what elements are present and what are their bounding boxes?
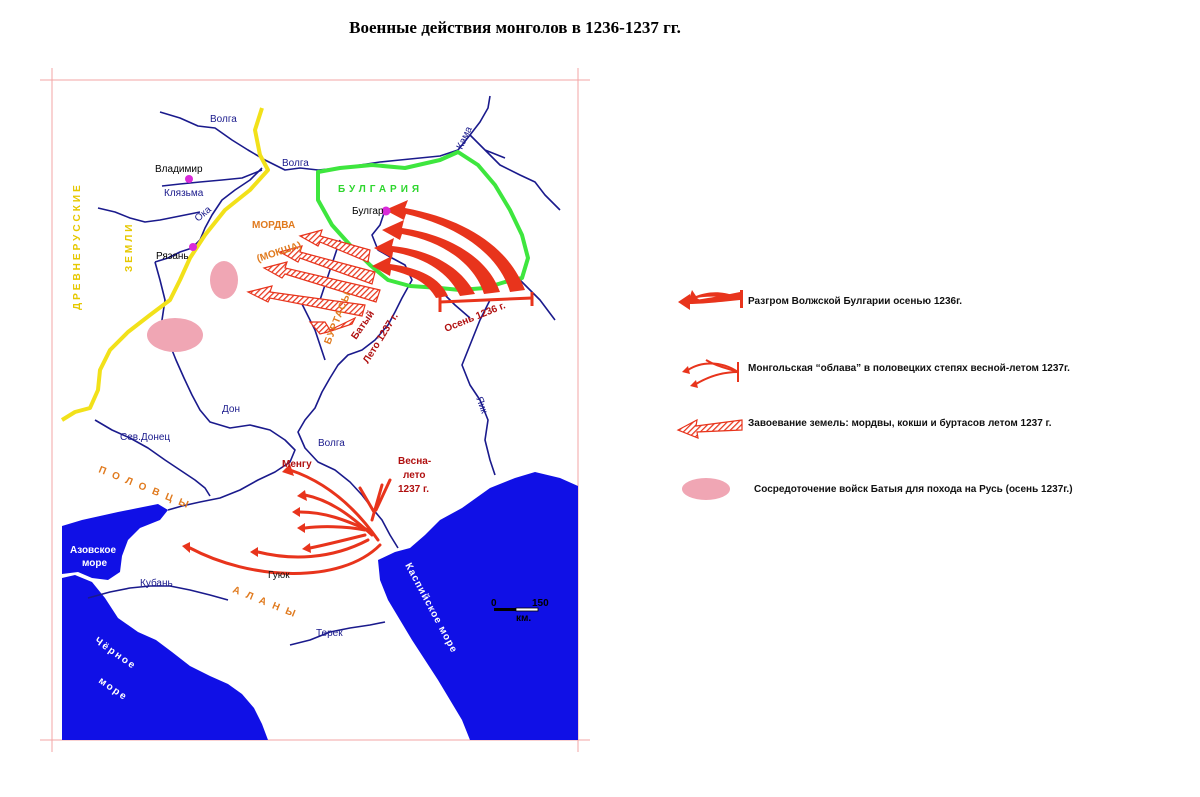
kama-river [457,95,561,211]
label-spring-3: 1237 г. [398,484,429,495]
hatched-arrows [246,229,381,335]
label-volga-mid: Волга [282,158,309,169]
label-yaik: Яик [473,395,489,415]
legend-item-bulgaria: Разгром Волжской Булгарии осенью 1236г. [748,296,963,307]
sev-donets-river [94,419,211,497]
camp-zone-north [210,261,238,299]
scale-zero: 0 [491,598,497,609]
ryazan-city [189,243,197,251]
scale-bar: 0 150 км. [491,598,549,624]
label-volga-low: Волга [318,438,345,449]
label-vladimir: Владимир [155,164,203,175]
caspian-sea [378,472,578,740]
legend-item-conquest: Завоевание земель: мордвы, кокши и бурта… [748,418,1052,429]
scale-unit: км. [516,613,531,624]
volga-river [159,111,459,171]
region-alany: АЛАНЫ [231,585,303,623]
label-ryazan: Рязань [156,251,189,262]
legend-icon-raid [687,359,739,385]
label-azov-2: море [82,558,107,569]
label-terek: Терек [316,628,343,639]
label-bulgar: Булгар [352,206,384,217]
label-kuban: Кубань [140,577,173,589]
moskva-river [97,207,201,223]
azov-sea [62,504,168,580]
raid-arrows [188,468,392,575]
page-title: Военные действия монголов в 1236-1237 гг… [349,18,681,37]
region-mordva: МОРДВА [252,220,295,231]
legend-icon-hatched [676,418,743,439]
legend-item-camp: Сосредоточение войск Батыя для похода на… [754,484,1073,495]
vladimir-city [185,175,193,183]
legend-icon-bulgaria [678,290,743,310]
rus-border [60,107,270,422]
label-oka: Ока [193,204,214,224]
terek-river [289,621,386,646]
region-burtasy: БУРТАСЫ [323,290,354,346]
camp-zone-south [147,318,203,352]
kuban-river [87,585,229,601]
label-autumn-1236: Осень 1236 г. [443,300,507,335]
bulgar-city [381,206,391,216]
region-rus: ДРЕВНЕРУССКИЕ [72,182,83,310]
label-spring-2: лето [403,470,426,481]
label-spring-1: Весна- [398,456,431,467]
label-guyuk: Гуюк [268,570,290,581]
right-tributaries [299,239,556,361]
yaik-river [461,299,496,476]
label-mengu: Менгу [282,459,312,470]
rivers [87,95,561,646]
legend-item-raid: Монгольская “облава” в половецких степях… [748,363,1070,374]
label-sev-donets: Сев.Донец [120,432,170,443]
black-sea [62,575,268,740]
volga-river-lower [297,209,413,549]
label-klyazma: Клязьма [164,188,204,199]
label-azov-1: Азовское [70,545,116,556]
scale-max: 150 [532,598,549,609]
oka-river [154,167,263,263]
bulgaria-arrows [372,200,525,298]
region-bulgaria: БУЛГАРИЯ [338,184,423,195]
label-volga-top: Волга [210,114,237,125]
raid-arrow-heads [182,464,311,557]
klyazma-river [161,169,263,187]
autumn-bracket [438,292,534,312]
legend-icon-camp [682,478,730,500]
legend-icon-raid-heads [682,366,698,388]
region-rus-2: ЗЕМЛИ [124,222,135,272]
label-don: Дон [222,404,240,415]
